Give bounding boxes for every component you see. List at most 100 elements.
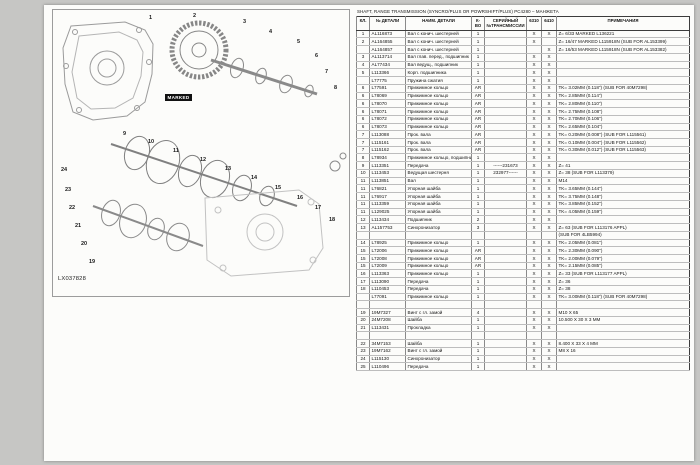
cell-part-name: Прижимное кольцо (405, 262, 472, 271)
cell-part-name: Синхронизатор (405, 223, 472, 232)
cell-remarks: M10 X 65 (556, 308, 690, 317)
lower-shaft-gears (92, 199, 204, 252)
cell-serial (484, 316, 527, 325)
cell-part-number: L113434 (369, 215, 406, 225)
cell-part-name: Прижимное кольцо (405, 123, 472, 132)
col-header-6410: 6410 (541, 16, 557, 31)
cell-part-number: AL116873 (369, 30, 406, 39)
cell-remarks: TK= 2.85MM (0.114") (556, 92, 690, 101)
cell-remarks: Z= 16/47 MARKED L115918N (SUB FOR AL1533… (556, 37, 690, 47)
cell-key: 5 (356, 68, 370, 78)
cell-qty: 1 (471, 347, 485, 356)
cell-qty (471, 300, 485, 310)
cell-serial (484, 215, 527, 225)
cell-part-name: Прижимное кольцо (405, 246, 472, 255)
cell-qty: AR (471, 146, 485, 155)
cell-remarks: M14 (556, 177, 690, 186)
cell-qty: AR (471, 254, 485, 263)
cell-qty: 1 (471, 200, 485, 209)
range-shaft-gears (110, 135, 298, 207)
cell-6310: X (526, 277, 542, 286)
cell-qty: 1 (471, 153, 485, 163)
cell-serial (484, 130, 527, 139)
cell-remarks (556, 362, 690, 372)
cell-part-number: 19M7327 (369, 308, 406, 317)
cell-remarks: Z= 63 (SUB FOR L113176 APPL) (556, 223, 690, 232)
cell-6410: X (541, 246, 557, 255)
exploded-diagram-drawing (62, 20, 347, 277)
cell-6410: X (541, 130, 557, 139)
cell-6410: X (541, 153, 557, 163)
cell-key: 22 (356, 339, 370, 348)
cell-6410: X (541, 76, 557, 85)
cell-serial (484, 231, 527, 240)
cell-key: 13 (356, 223, 370, 232)
diagram-callout-7: 7 (325, 69, 329, 75)
cell-key: 23 (356, 347, 370, 356)
figure-number: LX037828 (58, 276, 87, 282)
cell-6310: X (526, 84, 542, 93)
cell-serial (484, 308, 527, 317)
cell-6410: X (541, 239, 557, 248)
cell-6410: X (541, 347, 557, 356)
cell-6410: X (541, 269, 557, 279)
cell-key: 4 (356, 61, 370, 70)
cell-remarks: TK= 2.15MM (0.085") (556, 262, 690, 271)
cell-6410: X (541, 138, 557, 147)
cell-qty: AR (471, 99, 485, 109)
cell-key (356, 76, 370, 85)
cell-6410: X (541, 30, 557, 39)
cell-part-name (405, 300, 472, 310)
cell-serial: ------231673 (484, 161, 527, 170)
diagram-callout-20: 20 (81, 241, 88, 247)
cell-key: 7 (356, 130, 370, 139)
cell-key: 17 (356, 277, 370, 286)
cell-part-name: Вал с конич. шестерней (405, 37, 472, 47)
cell-key: 6 (356, 107, 370, 116)
cell-6410: X (541, 254, 557, 263)
cell-6410: X (541, 339, 557, 348)
cell-6410: X (541, 215, 557, 225)
cell-key (356, 300, 370, 310)
cell-part-number: L113363 (369, 269, 406, 279)
table-header-row: КЛ. № ДЕТАЛИ НАИМ. ДЕТАЛИ К-ВО СЕРИЙНЫЙ … (356, 16, 690, 31)
cell-qty: 1 (471, 53, 485, 62)
cell-6410: X (541, 362, 557, 372)
cell-remarks (556, 355, 690, 364)
cell-serial (484, 355, 527, 364)
cell-key (356, 293, 370, 302)
cell-part-name: Упорная шайба (405, 192, 472, 201)
cell-qty: AR (471, 107, 485, 116)
cell-key: 18 (356, 285, 370, 294)
cell-serial (484, 362, 527, 372)
cell-key: 15 (356, 254, 370, 263)
cell-key: 11 (356, 200, 370, 209)
cell-part-number: L78925 (369, 239, 406, 248)
cell-6310: X (526, 362, 542, 372)
cell-6410: X (541, 146, 557, 155)
cell-remarks: Z= 38 (SUB FOR L113379) (556, 169, 690, 178)
cell-6310: X (526, 324, 542, 333)
cell-remarks: Z= 16/53 MARKED L115918N (SUB FOR AL1533… (556, 45, 690, 54)
cell-serial (484, 262, 527, 271)
cell-part-name: Прижимное кольцо (405, 269, 472, 279)
cell-6410: X (541, 184, 557, 194)
cell-6410: X (541, 45, 557, 54)
cell-serial (484, 68, 527, 78)
cell-key: 15 (356, 262, 370, 271)
cell-part-name: Передача (405, 285, 472, 294)
cell-remarks: TK= 2.70MM (0.106") (556, 115, 690, 124)
cell-part-number (369, 331, 406, 341)
cell-qty: 1 (471, 324, 485, 333)
